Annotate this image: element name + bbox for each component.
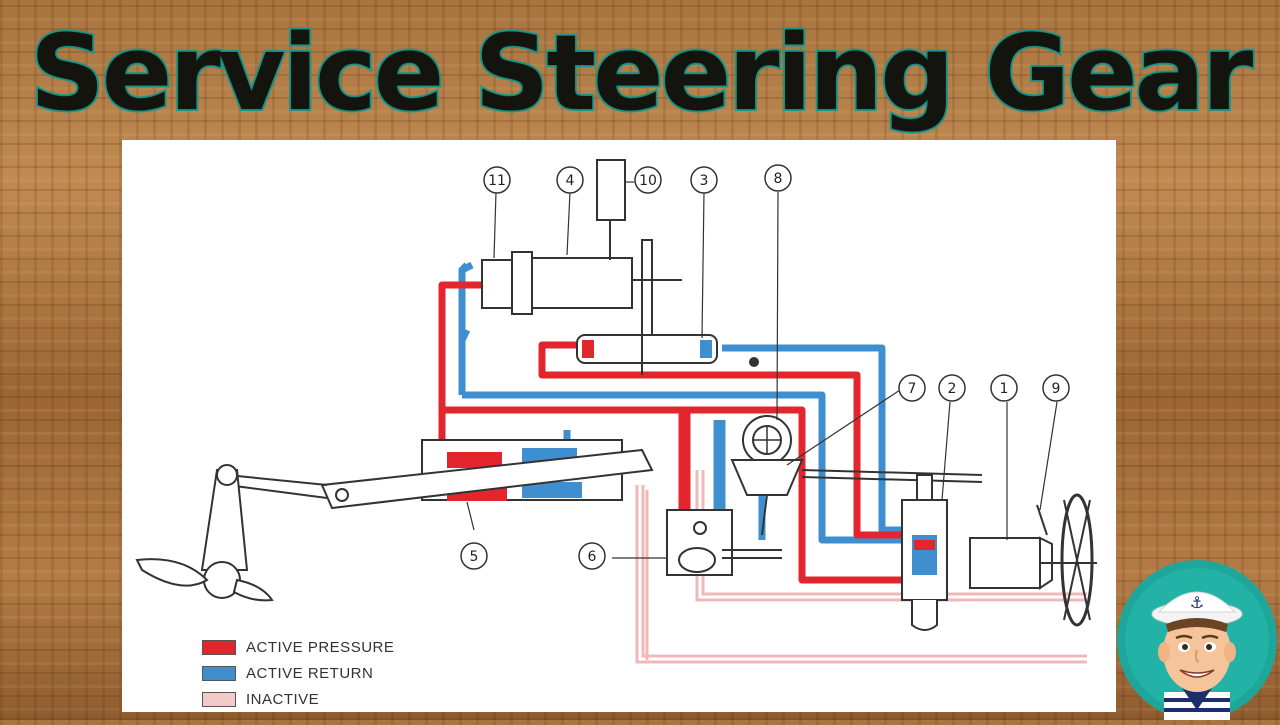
legend-item-return: ACTIVE RETURN (202, 660, 394, 686)
legend-item-pressure: ACTIVE PRESSURE (202, 634, 394, 660)
legend-swatch-pressure (202, 639, 236, 655)
callouts: 11 4 10 3 8 7 (460, 164, 1070, 570)
pressure-lines (438, 281, 943, 589)
legend-label: ACTIVE PRESSURE (246, 638, 395, 656)
svg-text:5: 5 (470, 549, 479, 565)
transfer-valve (576, 320, 718, 375)
control-valve (666, 509, 782, 576)
legend: ACTIVE PRESSURE ACTIVE RETURN INACTIVE (202, 634, 394, 712)
leader-lines (466, 181, 1058, 559)
callout-2: 2 (938, 374, 966, 402)
pump-motor (481, 159, 682, 361)
follow-up-rod (801, 469, 983, 476)
callout-5: 5 (460, 542, 488, 570)
telemotor (969, 536, 1097, 590)
callout-6: 6 (578, 542, 606, 570)
svg-text:3: 3 (700, 173, 709, 189)
steering-unit (901, 474, 948, 631)
callout-11: 11 (483, 166, 511, 194)
steering-gear-diagram: 11 4 10 3 8 7 (135, 159, 1097, 664)
svg-text:⚓: ⚓ (1190, 593, 1204, 612)
svg-text:11: 11 (488, 173, 506, 189)
receiver-unit (730, 415, 804, 536)
legend-swatch-return (202, 665, 236, 681)
ram-cylinder (135, 439, 654, 602)
callout-8: 8 (764, 164, 792, 192)
callout-10: 10 (634, 166, 662, 194)
sailor-avatar-icon: ⚓ (1114, 552, 1280, 720)
svg-text:1: 1 (1000, 381, 1009, 397)
check-valve (749, 357, 759, 367)
callout-4: 4 (556, 166, 584, 194)
steering-wheel-icon (1036, 493, 1094, 627)
svg-text:8: 8 (774, 171, 783, 187)
legend-item-inactive: INACTIVE (202, 686, 394, 712)
legend-label: ACTIVE RETURN (246, 664, 374, 682)
svg-text:10: 10 (639, 173, 657, 189)
diagram-panel: 11 4 10 3 8 7 (122, 140, 1116, 712)
svg-text:7: 7 (908, 381, 917, 397)
svg-text:2: 2 (948, 381, 957, 397)
svg-text:6: 6 (588, 549, 597, 565)
svg-text:4: 4 (566, 173, 575, 189)
callout-3: 3 (690, 166, 718, 194)
svg-text:9: 9 (1052, 381, 1061, 397)
callout-9: 9 (1042, 374, 1070, 402)
page-title: Service Steering Gear (28, 10, 1255, 136)
legend-label: INACTIVE (246, 690, 320, 708)
legend-swatch-inactive (202, 691, 236, 707)
callout-7: 7 (898, 374, 926, 402)
return-lines (458, 261, 932, 544)
callout-1: 1 (990, 374, 1018, 402)
